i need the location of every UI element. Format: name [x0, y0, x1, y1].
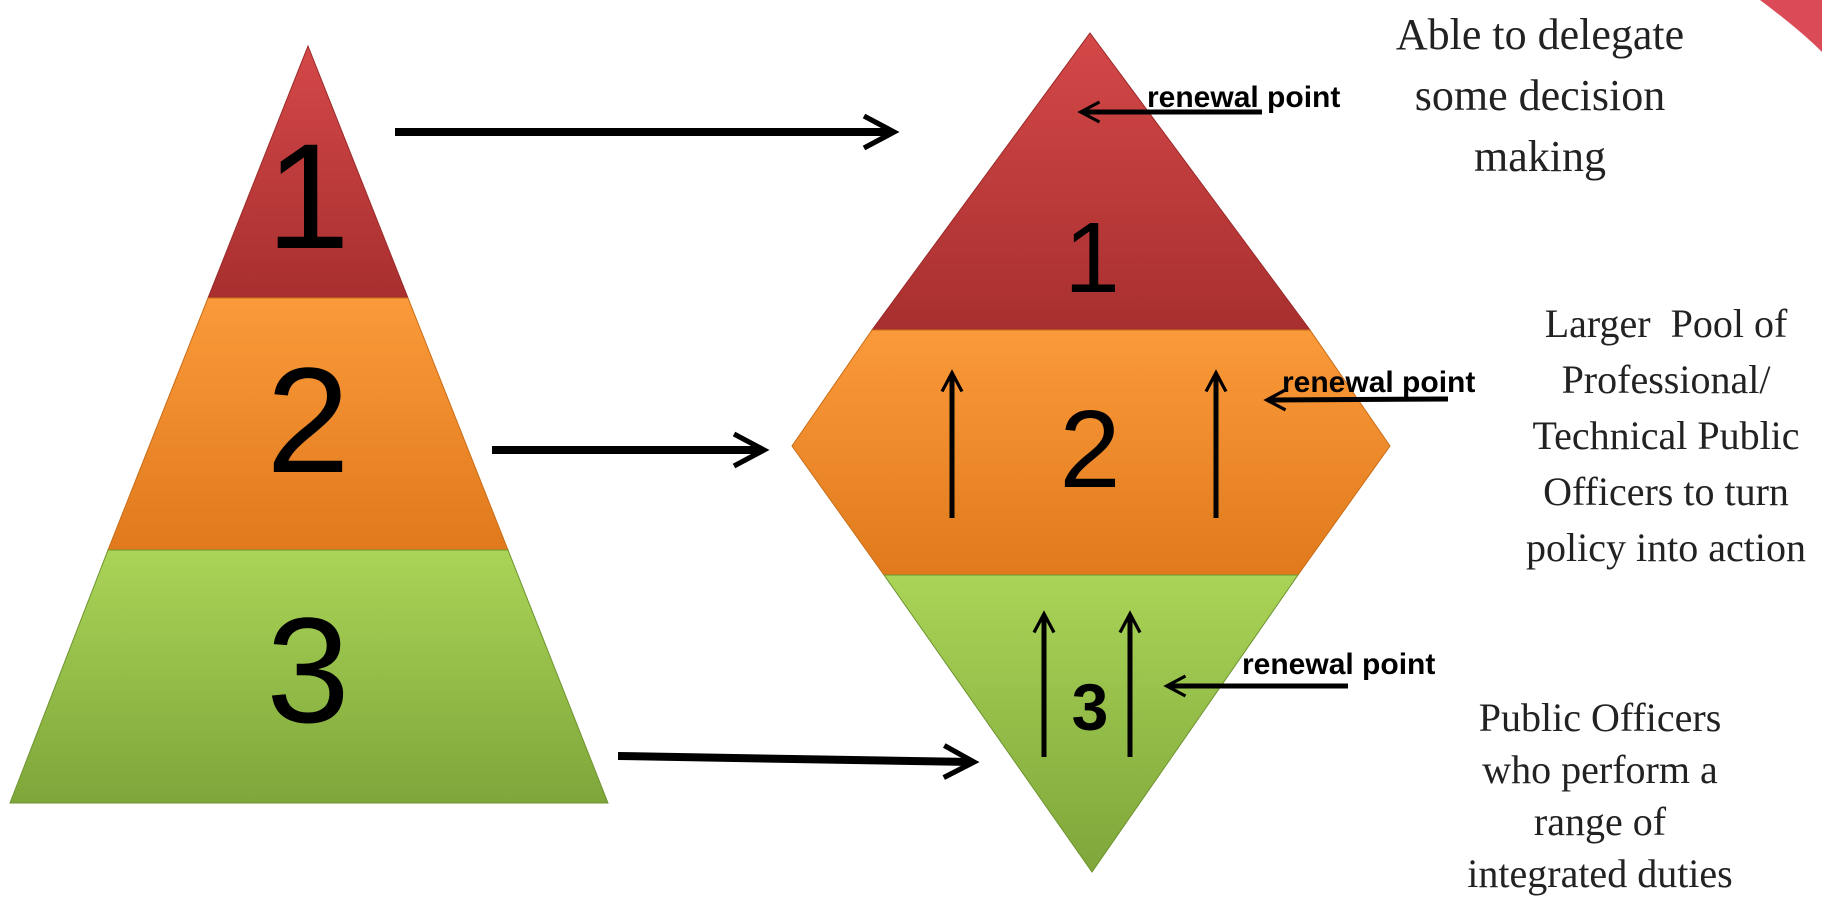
- description-line: Professional/: [1561, 357, 1771, 402]
- description-line: who perform a: [1482, 747, 1718, 792]
- renewal-arrow-2: [1263, 388, 1449, 412]
- diamond: 1 2 3: [791, 32, 1391, 873]
- description-line: Public Officers: [1478, 695, 1722, 740]
- diamond-tier-1-label: 1: [1064, 202, 1120, 314]
- pyramid-tier-3-label: 3: [266, 586, 349, 754]
- renewal-point-label-3: renewal point: [1242, 648, 1435, 681]
- description-line: Technical Public: [1532, 413, 1800, 458]
- description-line: making: [1474, 132, 1606, 181]
- renewal-pointers: [1077, 100, 1449, 698]
- description-line: some decision: [1414, 71, 1666, 120]
- renewal-point-label-1: renewal point: [1147, 81, 1340, 114]
- pyramid-tier-3: [9, 549, 609, 804]
- renewal-point-label-2: renewal point: [1282, 366, 1475, 399]
- description-tier-1: Able to delegate some decision making: [1350, 4, 1730, 187]
- pyramid-tier-2-label: 2: [266, 336, 349, 504]
- description-line: range of: [1533, 799, 1667, 844]
- description-line: Larger Pool of: [1544, 301, 1788, 346]
- description-line: Able to delegate: [1395, 10, 1685, 59]
- decorative-corner-arc: [1760, 0, 1822, 52]
- description-line: integrated duties: [1467, 851, 1733, 896]
- diamond-tier-3: [883, 574, 1299, 873]
- description-tier-2: Larger Pool of Professional/ Technical P…: [1510, 296, 1822, 576]
- diamond-tier-3-label: 3: [1072, 670, 1109, 744]
- description-line: Officers to turn: [1543, 469, 1789, 514]
- diamond-tier-2-label: 2: [1059, 388, 1120, 511]
- description-tier-3: Public Officers who perform a range of i…: [1410, 692, 1790, 900]
- arrow-tier-3: [617, 743, 980, 780]
- pyramid: 1 2 3: [9, 44, 609, 804]
- pyramid-tier-1-label: 1: [266, 112, 349, 280]
- transition-arrows: [395, 113, 980, 780]
- description-line: policy into action: [1526, 525, 1806, 570]
- upward-arrows: [940, 369, 1228, 757]
